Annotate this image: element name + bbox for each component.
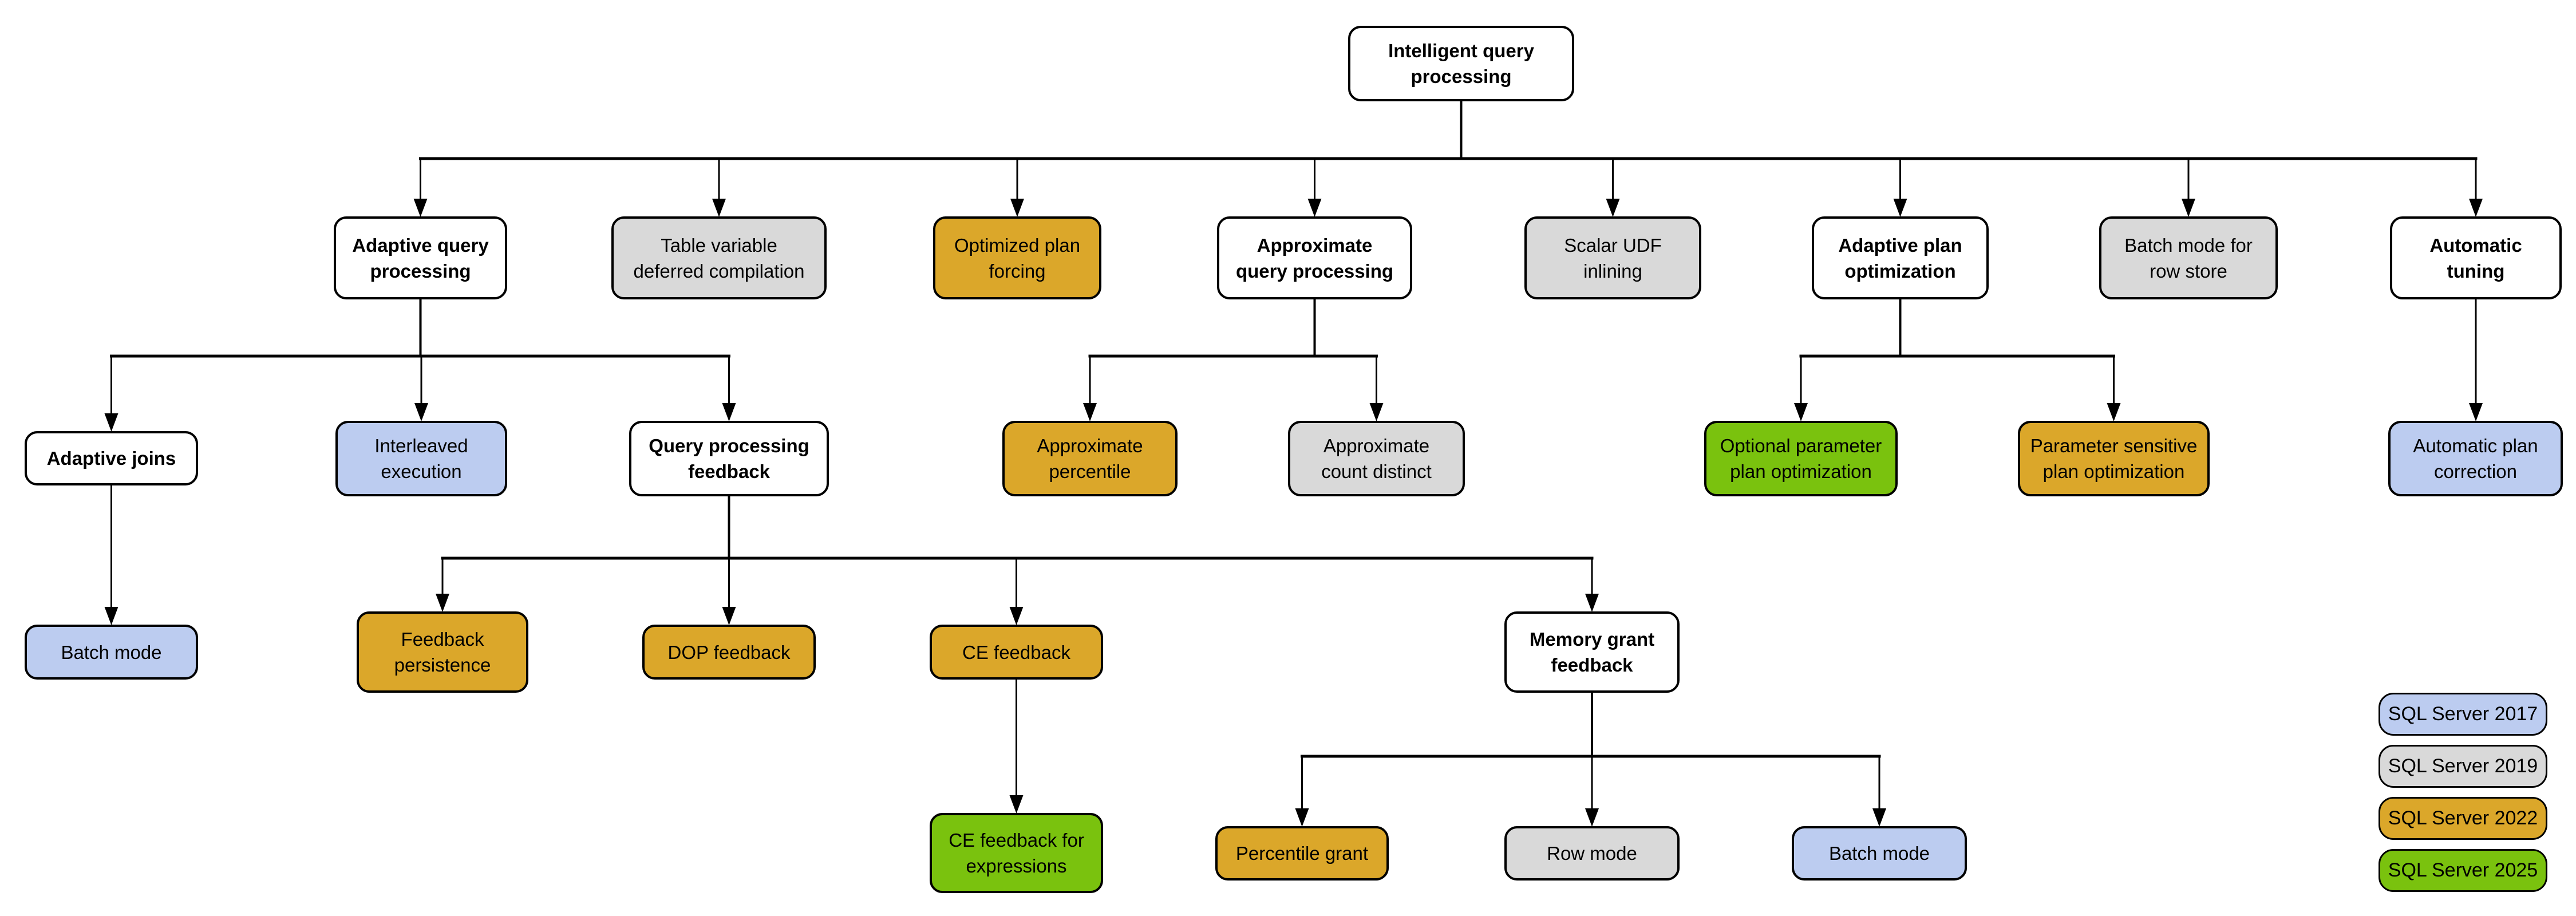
node-label: Memory grant bbox=[1529, 629, 1655, 650]
node-label: DOP feedback bbox=[667, 641, 791, 663]
node-memory-grant-feedback: Memory grant feedback bbox=[1504, 611, 1680, 693]
node-label: CE feedback bbox=[962, 641, 1070, 663]
node-label: expressions bbox=[966, 855, 1067, 876]
legend-item-sql-server-2022: SQL Server 2022 bbox=[2379, 797, 2547, 840]
node-label: percentile bbox=[1049, 461, 1131, 482]
node-query-processing-feedback: Query processing feedback bbox=[629, 421, 829, 496]
node-label: Intelligent query bbox=[1388, 40, 1534, 61]
node-label: feedback bbox=[1551, 654, 1633, 676]
node-label: processing bbox=[370, 260, 471, 282]
node-label: Approximate bbox=[1037, 435, 1143, 456]
node-feedback-persistence: Feedback persistence bbox=[357, 611, 528, 693]
node-label: processing bbox=[1411, 66, 1512, 87]
node-label: tuning bbox=[2447, 260, 2505, 282]
node-row-mode: Row mode bbox=[1504, 826, 1680, 881]
node-adaptive-query-processing: Adaptive query processing bbox=[334, 216, 507, 299]
node-label: Automatic plan bbox=[2413, 435, 2538, 456]
node-label: Table variable bbox=[661, 234, 777, 256]
node-label: Automatic bbox=[2429, 234, 2522, 256]
legend-item-sql-server-2019: SQL Server 2019 bbox=[2379, 745, 2547, 788]
node-ce-feedback-for-expressions: CE feedback for expressions bbox=[930, 813, 1103, 893]
node-label: Scalar UDF bbox=[1564, 234, 1662, 256]
node-label: inlining bbox=[1583, 260, 1642, 282]
legend-item-sql-server-2025: SQL Server 2025 bbox=[2379, 849, 2547, 892]
node-dop-feedback: DOP feedback bbox=[642, 625, 816, 680]
node-batch-mode-adaptive-joins: Batch mode bbox=[25, 625, 198, 680]
node-label: Feedback bbox=[401, 629, 484, 650]
node-percentile-grant: Percentile grant bbox=[1215, 826, 1389, 881]
node-optimized-plan-forcing: Optimized plan forcing bbox=[933, 216, 1101, 299]
node-automatic-tuning: Automatic tuning bbox=[2390, 216, 2562, 299]
node-label: Adaptive joins bbox=[46, 448, 176, 469]
node-scalar-udf-inlining: Scalar UDF inlining bbox=[1524, 216, 1701, 299]
node-label: Optimized plan bbox=[954, 234, 1081, 256]
node-approximate-query-processing: Approximate query processing bbox=[1217, 216, 1412, 299]
node-label: Interleaved bbox=[374, 435, 468, 456]
node-adaptive-joins: Adaptive joins bbox=[25, 431, 198, 485]
node-table-variable-deferred-compilation: Table variable deferred compilation bbox=[611, 216, 827, 299]
node-intelligent-query-processing: Intelligent query processing bbox=[1348, 26, 1574, 101]
node-label: Approximate bbox=[1257, 234, 1373, 256]
node-label: Row mode bbox=[1547, 843, 1637, 864]
node-label: deferred compilation bbox=[633, 260, 805, 282]
node-label: Batch mode bbox=[61, 641, 162, 663]
node-label: Query processing bbox=[649, 435, 809, 456]
legend-item-sql-server-2017: SQL Server 2017 bbox=[2379, 693, 2547, 736]
node-label: CE feedback for bbox=[949, 830, 1084, 851]
node-label: execution bbox=[381, 461, 462, 482]
node-label: Batch mode bbox=[1828, 843, 1930, 864]
node-label: Adaptive plan bbox=[1838, 234, 1962, 256]
node-label: row store bbox=[2150, 260, 2227, 282]
node-interleaved-execution: Interleaved execution bbox=[335, 421, 507, 496]
node-parameter-sensitive-plan-optimization: Parameter sensitive plan optimization bbox=[2018, 421, 2210, 496]
node-label: Batch mode for bbox=[2124, 234, 2253, 256]
node-label: Approximate bbox=[1323, 435, 1430, 456]
node-automatic-plan-correction: Automatic plan correction bbox=[2388, 421, 2563, 496]
node-ce-feedback: CE feedback bbox=[930, 625, 1103, 680]
node-adaptive-plan-optimization: Adaptive plan optimization bbox=[1812, 216, 1989, 299]
node-approximate-count-distinct: Approximate count distinct bbox=[1288, 421, 1465, 496]
node-label: feedback bbox=[688, 461, 771, 482]
node-label: plan optimization bbox=[1730, 461, 1872, 482]
node-label: correction bbox=[2434, 461, 2517, 482]
node-label: optimization bbox=[1844, 260, 1956, 282]
node-label: count distinct bbox=[1321, 461, 1432, 482]
node-batch-mode-memory-grant: Batch mode bbox=[1792, 826, 1967, 881]
node-label: Parameter sensitive bbox=[2030, 435, 2198, 456]
node-label: plan optimization bbox=[2042, 461, 2185, 482]
node-batch-mode-for-row-store: Batch mode for row store bbox=[2099, 216, 2278, 299]
node-label: Optional parameter bbox=[1720, 435, 1882, 456]
node-label: persistence bbox=[394, 654, 491, 676]
node-label: query processing bbox=[1235, 260, 1394, 282]
node-optional-parameter-plan-optimization: Optional parameter plan optimization bbox=[1704, 421, 1898, 496]
node-label: Percentile grant bbox=[1235, 843, 1369, 864]
node-label: forcing bbox=[989, 260, 1046, 282]
node-label: Adaptive query bbox=[352, 234, 489, 256]
node-approximate-percentile: Approximate percentile bbox=[1002, 421, 1178, 496]
